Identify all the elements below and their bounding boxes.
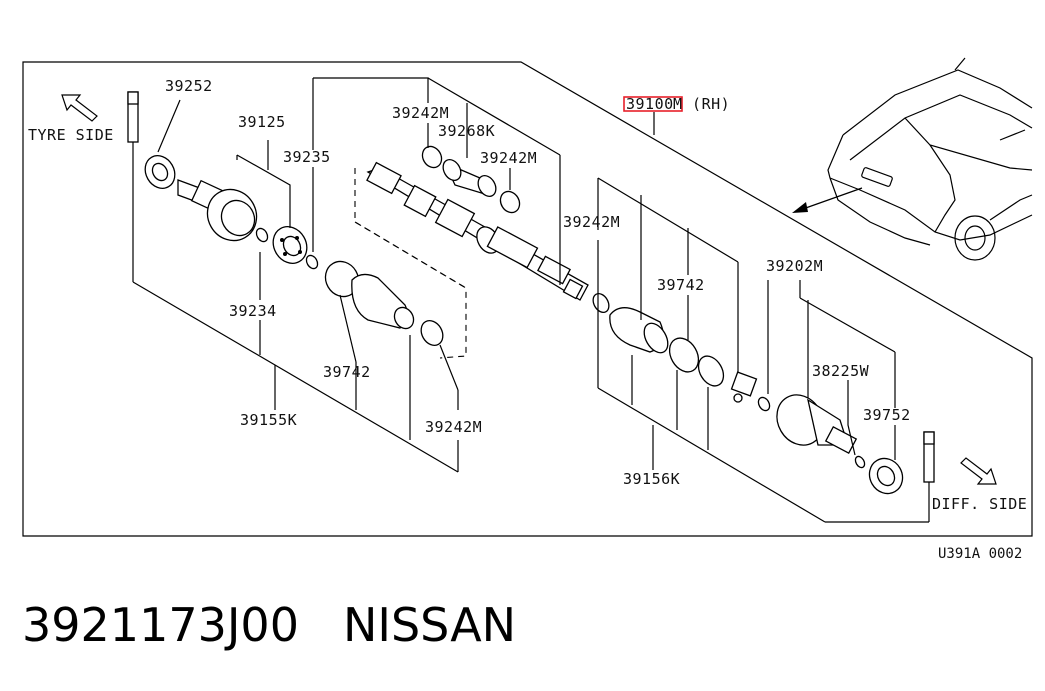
part-graphic-outer-joint (177, 179, 258, 242)
label-39100m-suffix: M (RH) (673, 95, 730, 113)
part-graphic-seal-39752 (868, 457, 904, 495)
label-39742-right[interactable]: 39742 (657, 276, 705, 294)
label-diff-side: DIFF. SIDE (932, 495, 1027, 513)
brand-name: NISSAN (342, 598, 517, 652)
tyre-side-arrow-icon (61, 94, 98, 122)
label-38225w[interactable]: 38225W (812, 362, 870, 380)
label-39252[interactable]: 39252 (165, 77, 213, 95)
label-39100m-rh[interactable]: 39100 M (RH) (623, 95, 730, 113)
part-graphic-shaft-pin-right (923, 431, 935, 522)
part-graphic-boot-right (592, 293, 725, 387)
part-graphic-boot-left (324, 260, 444, 346)
part-graphic-seal-39252 (144, 155, 176, 189)
label-39742-left[interactable]: 39742 (323, 363, 371, 381)
part-graphic-drive-shaft (366, 161, 589, 301)
figure-code: U391A 0002 (938, 546, 1022, 562)
label-tyre-side: TYRE SIDE (28, 126, 114, 144)
label-39100m-number: 39100 (626, 95, 674, 113)
label-39242m-bottom[interactable]: 39242M (425, 418, 482, 436)
dashed-group-box (354, 168, 467, 359)
location-arrow (792, 187, 863, 213)
label-39125[interactable]: 39125 (238, 113, 286, 131)
label-39242m-top[interactable]: 39242M (392, 104, 449, 122)
label-39242m-upper-right[interactable]: 39242M (480, 149, 537, 167)
part-graphic-bearing-cage (272, 226, 308, 264)
product-caption: 3921173J00 NISSAN (22, 598, 560, 652)
part-graphic-ring-39234 (255, 227, 269, 243)
part-graphic-tripod (730, 371, 771, 412)
label-39268k[interactable]: 39268K (438, 122, 495, 140)
label-39202m[interactable]: 39202M (766, 257, 823, 275)
part-graphic-shaft-pin-left (127, 91, 139, 282)
part-graphic-inner-joint (776, 394, 866, 469)
part-graphic-snapring-39235 (305, 254, 319, 270)
diagram-frame (22, 61, 1033, 537)
label-39235[interactable]: 39235 (283, 148, 331, 166)
label-39155k[interactable]: 39155K (240, 411, 297, 429)
highlight-box (623, 96, 683, 112)
part-graphic-upper-boot (421, 145, 521, 214)
label-39156k[interactable]: 39156K (623, 470, 680, 488)
leader-lines (132, 77, 929, 523)
diff-side-arrow-icon (960, 457, 997, 485)
part-number: 3921173J00 (22, 598, 299, 652)
label-39752[interactable]: 39752 (863, 406, 911, 424)
label-39234[interactable]: 39234 (229, 302, 277, 320)
label-39242m-mid[interactable]: 39242M (563, 213, 620, 231)
car-illustration (827, 57, 1033, 261)
